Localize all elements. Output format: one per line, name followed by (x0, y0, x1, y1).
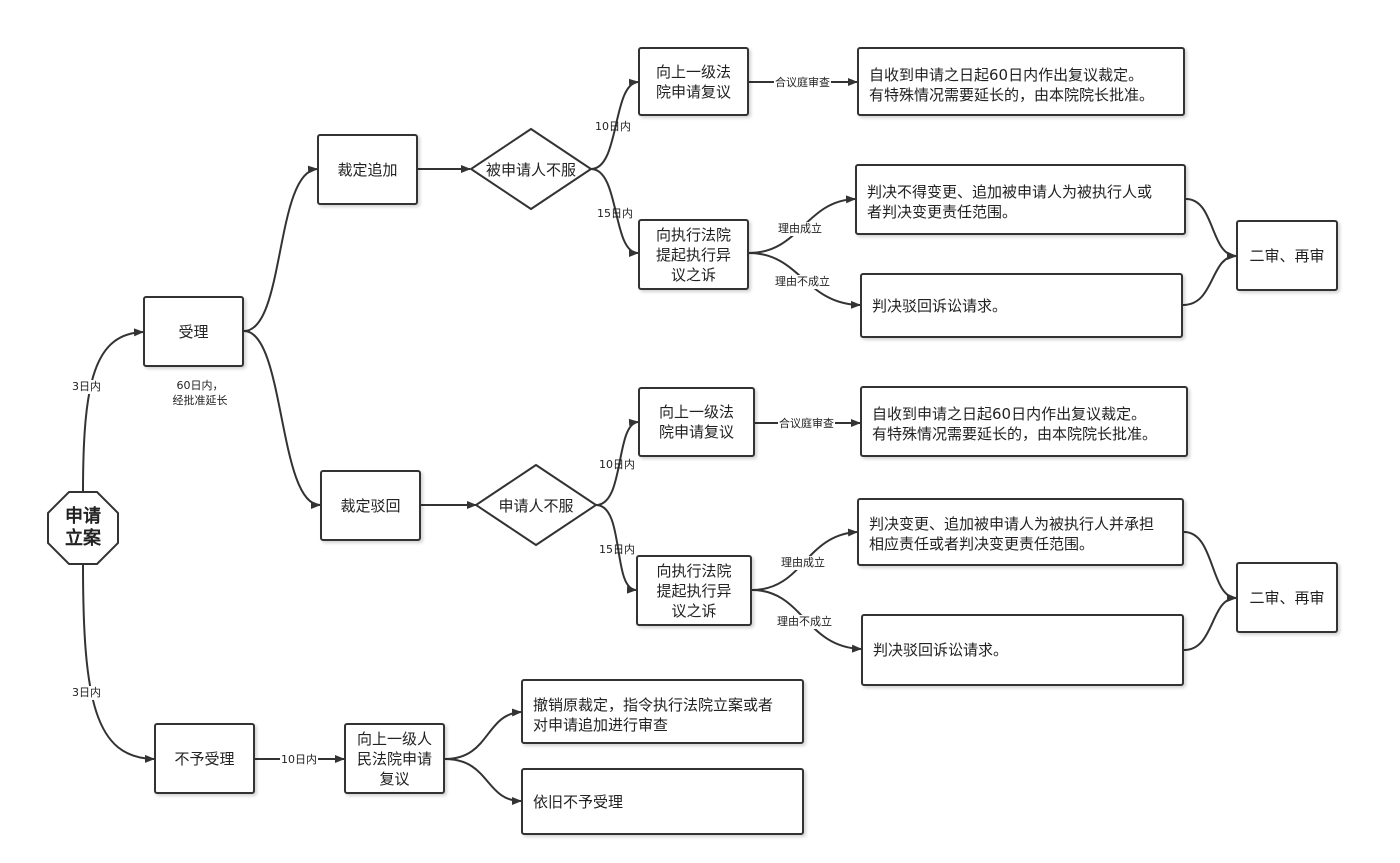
node-recon-2-label: 向上一级法 院申请复议 (658, 403, 734, 441)
edge-j3-appeal2 (1183, 531, 1237, 602)
node-judgment-1-label: 判决不得变更、追加被申请人为被执行人或 者判决变更责任范围。 (867, 183, 1153, 221)
node-suit-1: 向执行法院 提起执行异 议之诉 (638, 219, 749, 290)
node-recon-2: 向上一级法 院申请复议 (638, 387, 755, 457)
node-outcome-2-label: 依旧不予受理 (533, 792, 624, 811)
node-judgment-4: 判决驳回诉讼请求。 (861, 614, 1184, 686)
node-rule-dismiss-label: 裁定驳回 (340, 496, 401, 515)
edge-d2-suit2 (595, 504, 637, 594)
node-rule-add-label: 裁定追加 (337, 160, 398, 179)
label-panel-review-1: 合议庭审查 (774, 76, 831, 90)
label-panel-review-2: 合议庭审查 (778, 417, 835, 431)
edge-j4-appeal2 (1183, 594, 1237, 651)
decision-1-label: 被申请人不服 (485, 160, 576, 179)
node-result-2: 自收到申请之日起60日内作出复议裁定。 有特殊情况需要延长的，由本院院长批准。 (860, 386, 1188, 457)
node-rule-dismiss: 裁定驳回 (320, 470, 421, 541)
node-recon-3: 向上一级人 民法院申请 复议 (344, 723, 445, 794)
start-node: 申请 立案 (65, 506, 101, 549)
edge-d1-suit1 (590, 168, 639, 257)
node-outcome-2: 依旧不予受理 (521, 768, 804, 835)
node-appeal-2: 二审、再审 (1236, 562, 1338, 633)
node-reject-label: 不予受理 (174, 749, 235, 768)
label-invalid-1: 理由不成立 (774, 275, 831, 289)
label-10days-a: 10日内 (595, 120, 631, 133)
node-judgment-2: 判决驳回诉讼请求。 (860, 273, 1183, 338)
label-3days-reject: 3日内 (71, 686, 102, 700)
decision-diamond-1 (469, 127, 593, 211)
label-10days-b: 10日内 (599, 458, 635, 471)
node-accept-note: 60日内， 经批准延长 (172, 379, 228, 407)
node-accept-label: 受理 (178, 322, 209, 341)
node-judgment-2-label: 判决驳回诉讼请求。 (872, 296, 1008, 315)
node-judgment-1: 判决不得变更、追加被申请人为被执行人或 者判决变更责任范围。 (855, 164, 1186, 235)
node-recon-3-label: 向上一级人 民法院申请 复议 (356, 729, 432, 788)
start-octagon (47, 491, 119, 565)
node-judgment-4-label: 判决驳回诉讼请求。 (873, 641, 1009, 659)
label-15days-a: 15日内 (597, 207, 633, 220)
edge-accept-ruledismiss (243, 330, 321, 509)
node-suit-2: 向执行法院 提起执行异 议之诉 (636, 555, 752, 626)
edge-recon3-out1 (444, 708, 522, 760)
label-valid-1: 理由成立 (777, 222, 823, 236)
node-result-2-label: 自收到申请之日起60日内作出复议裁定。 有特殊情况需要延长的，由本院院长批准。 (872, 405, 1158, 443)
decision-diamond-2 (474, 463, 598, 547)
label-10days-c: 10日内 (280, 753, 318, 767)
node-outcome-1-label: 撤销原裁定，指令执行法院立案或者 对申请追加进行审查 (533, 696, 774, 734)
label-valid-2: 理由成立 (780, 556, 826, 570)
node-suit-2-label: 向执行法院 提起执行异 议之诉 (656, 561, 732, 620)
edge-recon3-out2 (444, 758, 522, 805)
node-result-1-label: 自收到申请之日起60日内作出复议裁定。 有特殊情况需要延长的，由本院院长批准。 (869, 66, 1155, 104)
node-judgment-3-label: 判决变更、追加被申请人为被执行人并承担 相应责任或者判决变更责任范围。 (869, 515, 1155, 553)
node-recon-1-label: 向上一级法 院申请复议 (655, 62, 731, 101)
node-judgment-3: 判决变更、追加被申请人为被执行人并承担 相应责任或者判决变更责任范围。 (857, 498, 1184, 566)
edge-start-accept (82, 328, 144, 493)
label-15days-b: 15日内 (599, 543, 635, 556)
edge-j1-appeal1 (1185, 198, 1237, 260)
node-recon-1: 向上一级法 院申请复议 (638, 47, 749, 116)
node-appeal-2-label: 二审、再审 (1249, 588, 1325, 607)
node-rule-add: 裁定追加 (317, 134, 418, 205)
node-suit-1-label: 向执行法院 提起执行异 议之诉 (655, 225, 731, 284)
edge-d2-recon2 (595, 418, 639, 506)
decision-2-label: 申请人不服 (498, 496, 574, 515)
node-appeal-1: 二审、再审 (1236, 220, 1338, 291)
node-appeal-1-label: 二审、再审 (1249, 246, 1325, 265)
label-invalid-2: 理由不成立 (776, 615, 833, 629)
edge-accept-ruleadd (243, 165, 318, 332)
node-result-1: 自收到申请之日起60日内作出复议裁定。 有特殊情况需要延长的，由本院院长批准。 (857, 47, 1185, 116)
edge-d1-recon1 (590, 78, 639, 170)
edge-j2-appeal1 (1182, 252, 1237, 306)
label-3days-accept: 3日内 (71, 380, 102, 394)
node-outcome-1: 撤销原裁定，指令执行法院立案或者 对申请追加进行审查 (521, 679, 804, 744)
node-accept: 受理 (143, 296, 244, 367)
edge-start-reject (82, 563, 155, 763)
node-reject: 不予受理 (154, 723, 255, 794)
